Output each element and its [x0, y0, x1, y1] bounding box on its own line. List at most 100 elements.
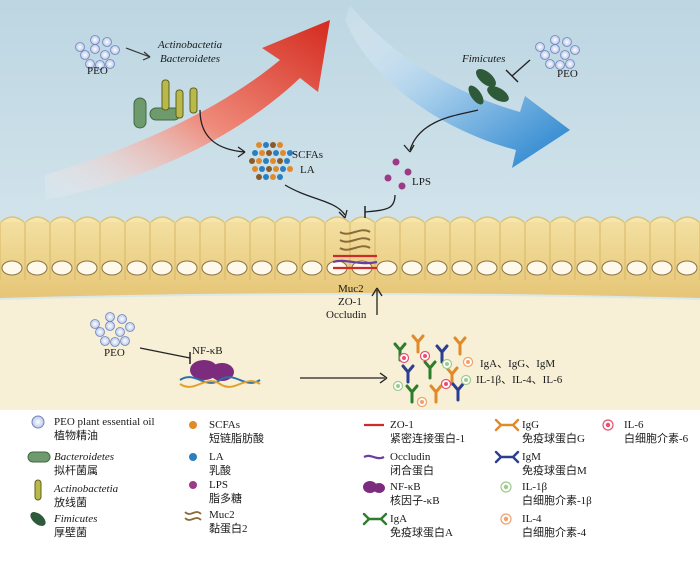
- peo-cell-icon: [100, 50, 110, 60]
- peo-cell-icon: [105, 59, 115, 69]
- microvilli: [50, 216, 75, 223]
- upregulation-arrowhead: [371, 287, 383, 297]
- peo-cell-icon: [125, 322, 135, 332]
- peo-cell-icon: [540, 50, 550, 60]
- legend-zh-label: 白细胞介素-4: [522, 525, 587, 539]
- nucleus: [401, 260, 423, 276]
- actinobactetia-icon: [161, 79, 170, 111]
- legend-zh-label: 短链脂肪酸: [209, 431, 264, 445]
- la-dot-icon: [284, 158, 290, 164]
- microvilli: [250, 216, 275, 223]
- peo-cell-icon: [90, 319, 100, 329]
- legend-en-label: IL-4: [522, 513, 542, 525]
- lps-star-icon: [392, 158, 400, 166]
- peo-cell-icon: [75, 42, 85, 52]
- legend-en-label: Muc2: [209, 509, 235, 521]
- legend-background: [0, 410, 700, 563]
- microvilli: [425, 216, 450, 223]
- legend-en-label: LA: [209, 451, 224, 463]
- lps-star-icon: [384, 174, 392, 182]
- il-line-label: IL-1β、IL-4、IL-6: [476, 374, 563, 386]
- microvilli: [650, 216, 675, 223]
- microvilli: [125, 216, 150, 223]
- nfkb-to-immune-arrowhead: [379, 372, 388, 384]
- peo-cell-icon: [562, 37, 572, 47]
- fimicutes-to-lps-arrowhead: [403, 144, 415, 153]
- antibody-icon: [453, 336, 467, 356]
- legend-zh-label: 黏蛋白2: [209, 521, 248, 535]
- scfas-dot-icon: [189, 421, 197, 429]
- microvilli: [75, 216, 100, 223]
- legend-en-label: NF-κB: [390, 481, 421, 493]
- legend-en-label: Actinobactetia: [53, 483, 119, 495]
- peo-cell-icon: [95, 327, 105, 337]
- peo-cell-icon: [80, 50, 90, 60]
- lps-inhibit-line: [364, 194, 396, 213]
- legend-zh-label: 乳酸: [209, 463, 231, 477]
- microvilli: [625, 216, 650, 223]
- scfas-dot-icon: [256, 158, 262, 164]
- microvilli: [375, 216, 400, 223]
- peo-left-cluster: [75, 35, 120, 70]
- la-dot-icon: [287, 150, 293, 156]
- nucleus: [251, 260, 273, 276]
- muc2-icon: [184, 511, 202, 521]
- fimicutes-icon: [30, 512, 46, 526]
- il1b-icon-core: [396, 384, 400, 388]
- igm-icon: [494, 450, 520, 464]
- bacteroidetes-icon: [27, 451, 51, 463]
- scfas-dot-icon: [256, 142, 262, 148]
- peo-cell-icon: [85, 59, 95, 69]
- occludin-label: Occludin: [326, 309, 367, 321]
- fimicutes-icon: [476, 69, 496, 87]
- nfkb-icon: [363, 481, 377, 493]
- legend-zh-label: 紧密连接蛋白-1: [390, 431, 465, 445]
- il1b-icon-core: [464, 378, 468, 382]
- fimicutes-label: Fimicutes: [461, 53, 505, 65]
- peo-cell-icon: [117, 314, 127, 324]
- nucleus: [476, 260, 498, 276]
- scfas-dot-icon: [252, 166, 258, 172]
- lps-star-icon: [398, 182, 406, 190]
- peo-left-arrow: [125, 47, 151, 58]
- legend: PEO plant essential oil植物精油Bacteroidetes…: [27, 415, 689, 539]
- peo-cell-icon: [555, 60, 565, 70]
- legend-en-label: IgA: [390, 513, 407, 525]
- nucleus: [126, 260, 148, 276]
- scfas-dot-icon: [273, 166, 279, 172]
- peo-cell-icon: [120, 336, 130, 346]
- peo-cell-icon: [102, 37, 112, 47]
- legend-zh-label: 白细胞介素-1β: [522, 493, 592, 507]
- microvilli: [150, 216, 175, 223]
- fimicutes-group: [468, 69, 509, 105]
- microvilli: [325, 216, 350, 223]
- legend-en-label: IL-6: [624, 419, 644, 431]
- scfa-to-junction-arrow: [284, 184, 346, 216]
- bacteria-to-scfa-arrow: [199, 109, 246, 153]
- scfas-dot-icon: [270, 158, 276, 164]
- nucleus: [301, 260, 323, 276]
- nucleus: [76, 260, 98, 276]
- legend-zh-label: 放线菌: [54, 495, 87, 509]
- nucleus: [576, 260, 598, 276]
- legend-zh-label: 免疫球蛋白A: [390, 525, 453, 539]
- ig-line-label: IgA、IgG、IgM: [480, 358, 555, 370]
- nucleus: [601, 260, 623, 276]
- dna-strand-icon: [179, 376, 261, 384]
- il4-icon-core: [420, 400, 424, 404]
- microvilli: [575, 216, 600, 223]
- scfas-dot-icon: [256, 174, 262, 180]
- peo-left-arrowhead: [142, 51, 151, 61]
- la-label: LA: [300, 164, 315, 176]
- peo-cell-icon: [545, 59, 555, 69]
- lps-star-icon: [189, 481, 197, 489]
- legend-en-label: IgG: [522, 419, 539, 431]
